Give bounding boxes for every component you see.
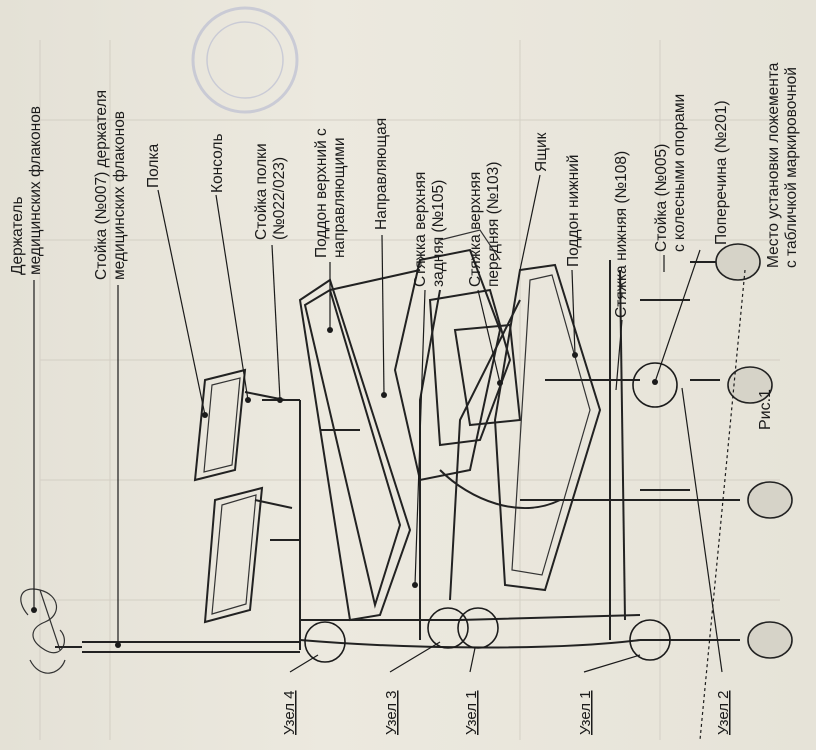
label-lowerbrace: Стяжка нижняя (№108) [613, 151, 630, 318]
label-rearbrace-l1: Стяжка верхняя [412, 172, 429, 287]
label-uppertray-l1: Поддон верхний с [313, 128, 330, 258]
node-leaders [289, 387, 723, 673]
show-through-grid [39, 40, 780, 740]
iv-holder [20, 588, 82, 674]
label-node3: Узел 3 [383, 690, 400, 735]
label-shelfpost-l1: Стойка полки [253, 143, 270, 240]
label-node4: Узел 4 [281, 690, 298, 735]
label-holder-l2: медицинских флаконов [27, 106, 44, 275]
node-circle [632, 362, 678, 408]
label-guide: Направляющая [373, 118, 390, 230]
label-place-l1: Место установки ложемента [765, 62, 782, 268]
upper-tray [298, 278, 412, 622]
label-stand007-l1: Стойка (№007) держателя [93, 90, 110, 280]
label-place-l2: с табличкой маркировочной [783, 67, 800, 268]
label-node1a: Узел 1 [463, 690, 480, 735]
faint-stamp [191, 6, 299, 114]
node-circle [427, 607, 469, 649]
label-frontbrace-l1: Стяжка верхняя [467, 172, 484, 287]
label-crossbar: Поперечина (№201) [713, 100, 730, 245]
label-shelfpost-l2: (№022/023) [271, 157, 288, 240]
node-circle [457, 607, 499, 649]
figure-caption: Рис.1 [757, 389, 774, 430]
label-shelf: Полка [145, 143, 162, 188]
label-stand007-l2: медицинских флаконов [111, 111, 128, 280]
lower-tray [493, 263, 602, 592]
label-console: Консоль [209, 133, 226, 193]
label-holder-l1: Держатель [9, 196, 26, 275]
node-circle [629, 619, 671, 661]
label-stand005-l2: с колесными опорами [671, 94, 688, 252]
shelves [193, 368, 264, 624]
label-uppertray-l2: направляющими [331, 138, 348, 258]
label-stand005-l1: Стойка (№005) [653, 144, 670, 252]
drawer [393, 229, 522, 482]
label-drawer: Ящик [533, 132, 550, 172]
cart-frame [20, 229, 793, 674]
label-node2: Узел 2 [715, 690, 732, 735]
node-circle [304, 621, 346, 663]
node-labels: Узел 4 Узел 3 Узел 1 Узел 1 Узел 2 [281, 690, 732, 735]
label-lowertray: Поддон нижний [565, 155, 582, 267]
callout-labels: Держатель медицинских флаконов Стойка (№… [9, 62, 800, 318]
label-frontbrace-l2: передняя (№103) [485, 162, 502, 287]
casters [690, 243, 793, 659]
leader-lines [31, 174, 746, 741]
label-node1b: Узел 1 [577, 690, 594, 735]
label-rearbrace-l2: задняя (№105) [430, 180, 447, 287]
